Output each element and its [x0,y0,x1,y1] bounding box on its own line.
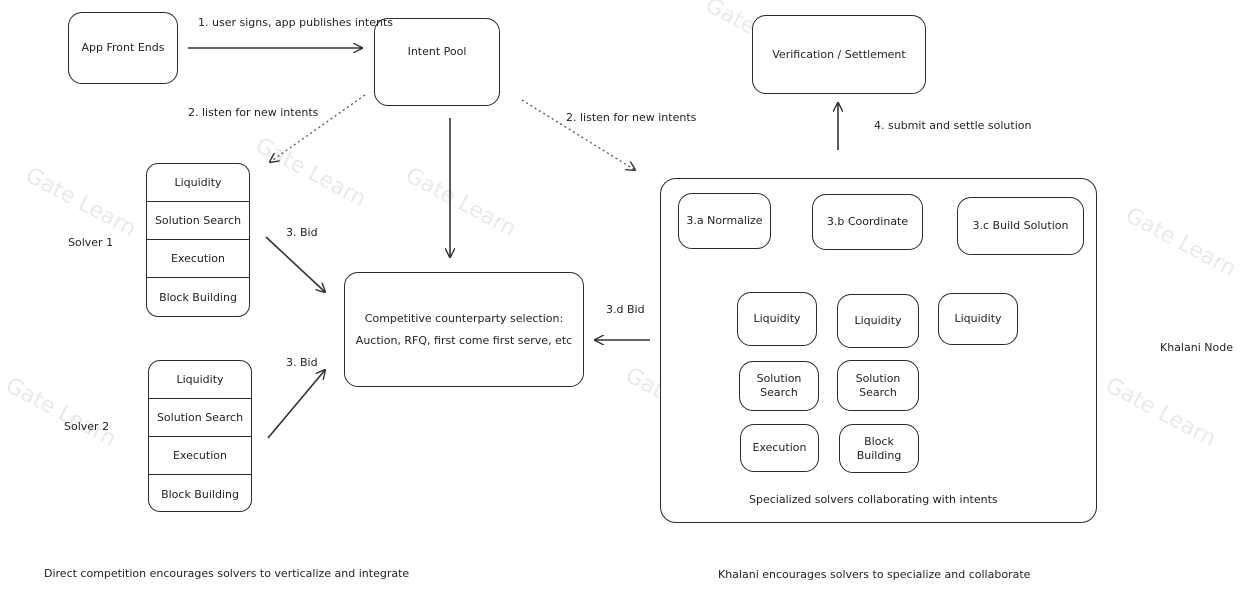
app-front-ends-node: App Front Ends [68,12,178,84]
solver-1-liquidity: Liquidity [147,164,249,202]
solver-2-solution-search: Solution Search [149,399,251,437]
edge-listen-right [521,99,635,170]
counterparty-line-2: Auction, RFQ, first come first serve, et… [355,333,573,347]
solution-search-1-label: Solution Search [756,372,802,399]
solver-1-stack: Liquidity Solution Search Execution Bloc… [146,163,250,317]
solver-1-execution: Execution [147,240,249,278]
solver-2-stack: Liquidity Solution Search Execution Bloc… [148,360,252,512]
coordinate-node: 3.b Coordinate [812,194,923,250]
normalize-label: 3.a Normalize [686,214,763,227]
liquidity-2-label: Liquidity [854,314,902,327]
solver-1-solution-search: Solution Search [147,202,249,240]
edge-label-bid-2: 3. Bid [286,356,318,369]
intent-pool-label: Intent Pool [407,45,467,58]
solution-search-2-label: Solution Search [855,371,901,399]
solver-2-block-building: Block Building [161,487,239,501]
edge-label-publish: 1. user signs, app publishes intents [198,16,394,29]
solution-search-node-2: Solution Search [837,360,919,411]
liquidity-node-2: Liquidity [837,294,919,348]
edge-label-bid-1: 3. Bid [286,226,318,239]
direct-competition-caption: Direct competition encourages solvers to… [44,567,410,580]
coordinate-label: 3.b Coordinate [826,215,909,228]
liquidity-node-3: Liquidity [938,293,1018,345]
solver-2-liquidity: Liquidity [149,361,251,399]
liquidity-3-label: Liquidity [954,312,1002,325]
intent-pool-node: Intent Pool [374,18,500,106]
normalize-node: 3.a Normalize [678,193,771,249]
edge-label-listen-left: 2. listen for new intents [188,106,319,119]
build-solution-node: 3.c Build Solution [957,197,1084,255]
block-building-label: Block Building [856,434,902,462]
khalani-encourages-caption: Khalani encourages solvers to specialize… [718,568,1031,581]
liquidity-node-1: Liquidity [737,292,817,346]
edge-label-listen-right: 2. listen for new intents [566,111,697,124]
verification-label: Verification / Settlement [772,47,906,61]
edge-label-bid-d: 3.d Bid [606,303,645,316]
solver-1-label: Solver 1 [68,236,114,249]
solution-search-node-1: Solution Search [739,361,819,411]
solver-2-label: Solver 2 [64,420,110,433]
edge-label-submit: 4. submit and settle solution [874,119,1032,132]
counterparty-line-1: Competitive counterparty selection: [364,311,564,325]
counterparty-selection-node: Competitive counterparty selection: Auct… [344,272,584,387]
block-building-node: Block Building [839,424,919,473]
app-front-ends-label: App Front Ends [81,41,165,54]
execution-label: Execution [752,441,807,454]
verification-node: Verification / Settlement [752,15,926,94]
edge-listen-left [270,94,366,162]
build-solution-label: 3.c Build Solution [972,219,1069,232]
liquidity-1-label: Liquidity [753,312,801,325]
khalani-node-label: Khalani Node [1160,341,1233,354]
execution-node: Execution [740,424,819,472]
solver-1-block-building: Block Building [159,290,237,304]
edge-bid-2 [267,370,325,439]
solver-2-execution: Execution [149,437,251,475]
specialized-caption: Specialized solvers collaborating with i… [749,493,998,506]
edge-bid-1 [265,236,325,292]
